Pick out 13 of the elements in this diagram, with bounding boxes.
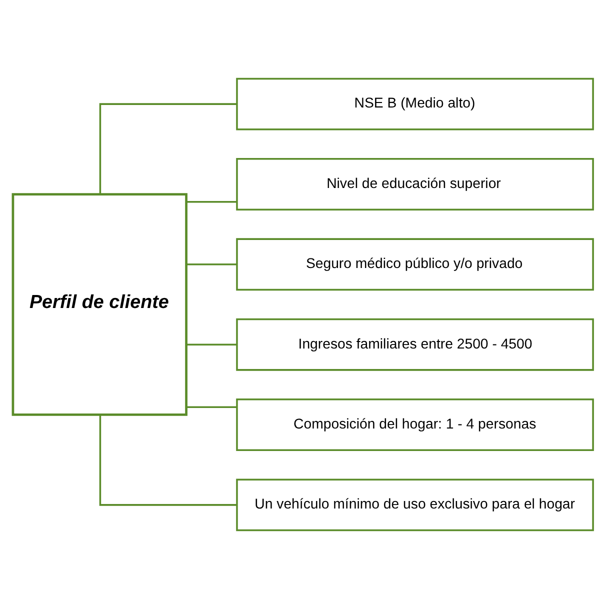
connector [186, 343, 237, 345]
node-box: Perfil de cliente [12, 192, 188, 416]
node-box: Composición del hogar: 1 - 4 personas [236, 398, 594, 450]
node-box: Seguro médico público y/o privado [236, 238, 594, 290]
node-box: Un vehículo mínimo de uso exclusivo para el hogar [236, 478, 594, 531]
node-box: NSE B (Medio alto) [236, 77, 594, 130]
connector [99, 102, 237, 194]
node-box: Nivel de educación superior [236, 158, 594, 210]
connector [99, 414, 237, 506]
connector [186, 406, 237, 408]
connector [186, 263, 237, 265]
connector [186, 200, 237, 202]
node-box: Ingresos familiares entre 2500 - 4500 [236, 318, 594, 370]
